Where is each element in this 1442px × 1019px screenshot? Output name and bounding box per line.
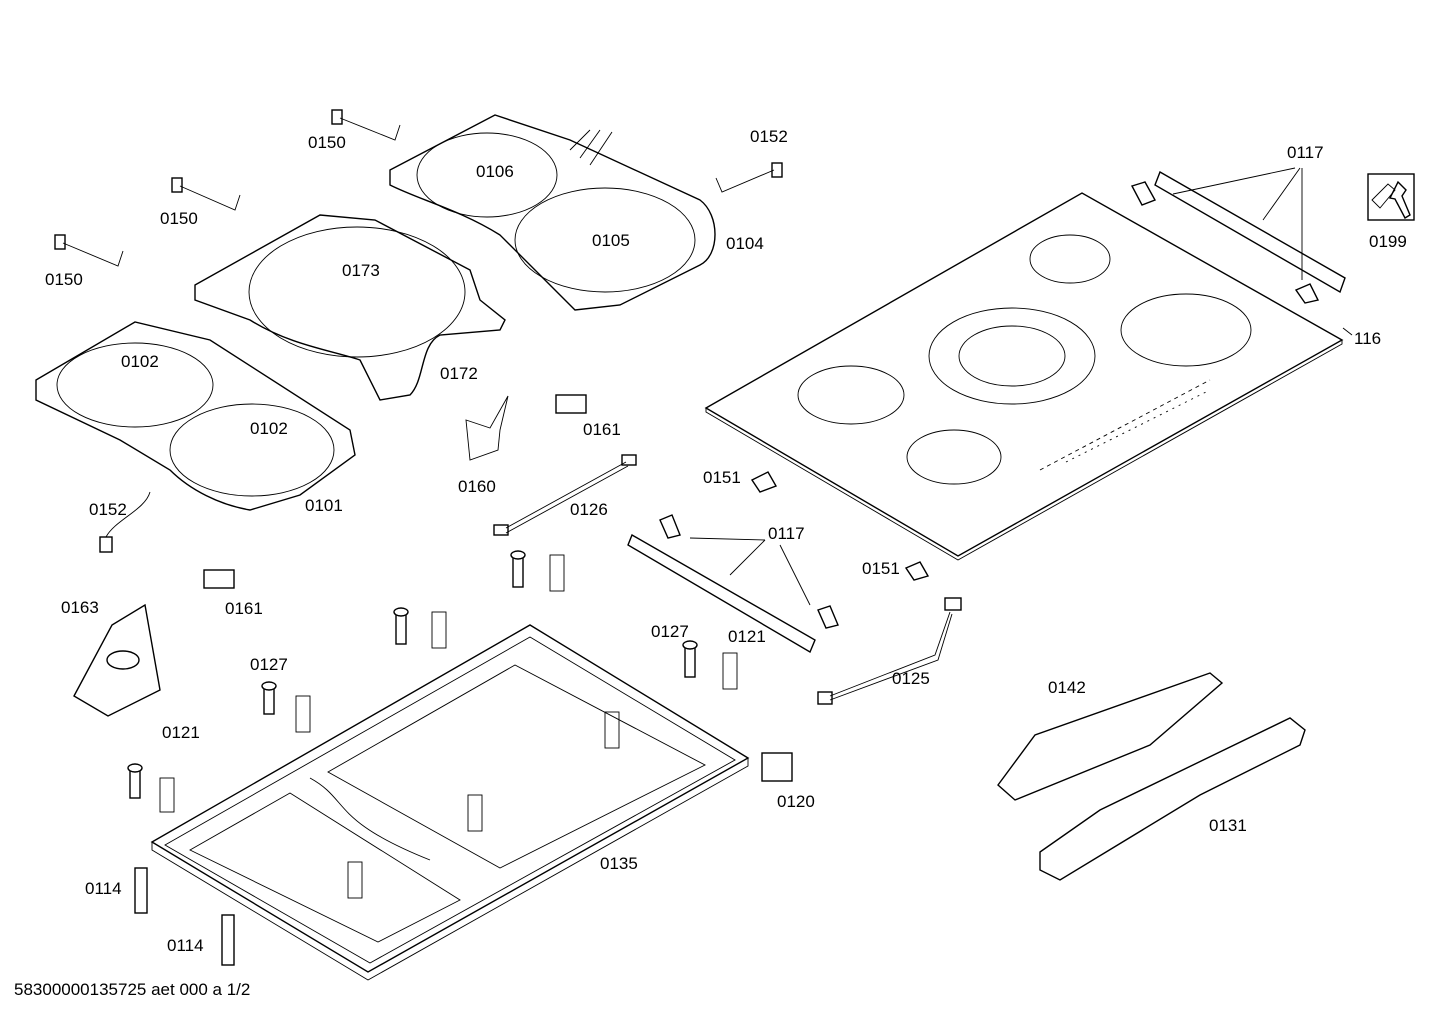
- part-0127-foot-a[interactable]: [261, 681, 277, 715]
- label-0117-a: 0117: [1287, 143, 1324, 162]
- label-0102-a: 0102: [121, 352, 159, 371]
- part-0151-clip-b[interactable]: [904, 561, 930, 581]
- label-0126: 0126: [570, 500, 608, 519]
- label-0114-a: 0114: [85, 879, 122, 898]
- part-0117-bracket-b[interactable]: [627, 514, 839, 654]
- part-0114-foot-a[interactable]: [134, 867, 148, 914]
- part-0120-clip[interactable]: [761, 752, 793, 782]
- leader-0117-b: [689, 537, 811, 606]
- label-0101: 0101: [305, 496, 343, 515]
- label-0127-a: 0127: [651, 622, 689, 641]
- label-0131: 0131: [1209, 816, 1247, 835]
- part-0152-cable-b[interactable]: [99, 491, 151, 553]
- label-0173: 0173: [342, 261, 380, 280]
- label-0199: 0199: [1369, 232, 1407, 251]
- label-0152-a: 0152: [750, 127, 788, 146]
- part-0125-cable[interactable]: [817, 597, 962, 705]
- part-0161-connector-b[interactable]: [203, 569, 235, 589]
- part-0150-cable-b[interactable]: [171, 177, 241, 211]
- label-0104: 0104: [726, 234, 764, 253]
- label-0121-a: 0121: [728, 627, 766, 646]
- leader-116: [1342, 327, 1353, 336]
- label-0106: 0106: [476, 162, 514, 181]
- part-0172-coil-carrier[interactable]: [194, 214, 506, 401]
- label-0163: 0163: [61, 598, 99, 617]
- part-116-glass-cooktop[interactable]: [704, 192, 1344, 561]
- label-0135: 0135: [600, 854, 638, 873]
- label-0117-b: 0117: [768, 524, 805, 543]
- label-0161-a: 0161: [583, 420, 621, 439]
- label-0150-b: 0150: [160, 209, 198, 228]
- diagram-footer-id: 58300000135725 aet 000 a 1/2: [14, 980, 251, 999]
- label-0161-b: 0161: [225, 599, 263, 618]
- part-0163-label-card[interactable]: [73, 603, 161, 717]
- part-0101-coil-carrier[interactable]: [35, 321, 356, 511]
- leader-0117-a: [1172, 167, 1303, 280]
- springs: [159, 554, 738, 899]
- label-0127-b: 0127: [250, 655, 288, 674]
- label-0120: 0120: [777, 792, 815, 811]
- part-0150-cable-c[interactable]: [54, 234, 124, 267]
- label-0160: 0160: [458, 477, 496, 496]
- part-0131-board-holder[interactable]: [1039, 717, 1306, 881]
- label-0102-b: 0102: [250, 419, 288, 438]
- part-0126-cable[interactable]: [493, 454, 637, 536]
- label-0142: 0142: [1048, 678, 1086, 697]
- part-0127-foot-b[interactable]: [682, 640, 698, 678]
- label-0105: 0105: [592, 231, 630, 250]
- label-0151-a: 0151: [703, 468, 741, 487]
- part-0121-foot-a[interactable]: [127, 763, 143, 799]
- part-0151-clip-a[interactable]: [750, 471, 778, 493]
- part-0121-foot-b[interactable]: [510, 550, 526, 588]
- part-0104-coil-carrier[interactable]: [389, 114, 716, 311]
- part-0161-connector-a[interactable]: [555, 394, 587, 414]
- label-0150-a: 0150: [308, 133, 346, 152]
- part-0117-bracket-a[interactable]: [1130, 170, 1346, 304]
- label-0150-c: 0150: [45, 270, 83, 289]
- label-116: 116: [1354, 329, 1381, 348]
- label-0151-b: 0151: [862, 559, 900, 578]
- label-0114-b: 0114: [167, 936, 204, 955]
- part-0121-foot-c[interactable]: [393, 607, 409, 645]
- part-0135-base-frame[interactable]: [150, 624, 750, 981]
- part-0114-foot-b[interactable]: [221, 914, 235, 966]
- part-0152-cable-a[interactable]: [715, 162, 783, 193]
- part-0160-bracket[interactable]: [465, 395, 509, 461]
- label-0172: 0172: [440, 364, 478, 383]
- part-0150-cable-a[interactable]: [331, 109, 401, 141]
- part-0199-service-icon[interactable]: [1367, 173, 1415, 221]
- label-0121-b: 0121: [162, 723, 200, 742]
- part-0142-control-board[interactable]: [997, 672, 1224, 801]
- label-0152-b: 0152: [89, 500, 127, 519]
- label-0125: 0125: [892, 669, 930, 688]
